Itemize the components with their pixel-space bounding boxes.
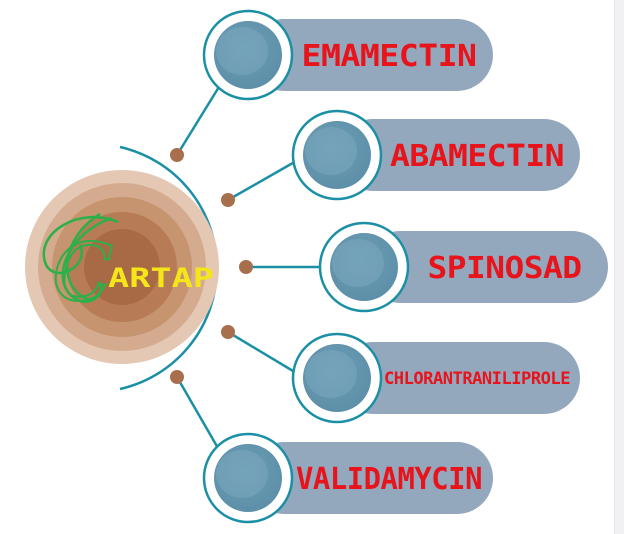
item-label: CHLORANTRANILIPROLE	[384, 369, 570, 389]
item-bubble-highlight	[216, 27, 268, 75]
item-2: ABAMECTIN	[291, 109, 580, 201]
connector-lines	[175, 81, 324, 456]
item-pill	[337, 342, 580, 414]
item-pill	[337, 119, 580, 191]
item-pill	[248, 442, 493, 514]
item-label: EMAMECTIN	[302, 39, 477, 74]
item-bubble-highlight	[216, 450, 268, 498]
item-bubble-highlight	[305, 127, 357, 175]
connector-line-2	[227, 158, 299, 202]
item-list: EMAMECTIN ABAMECTIN SPINOSAD CHLORANTRANILI…	[202, 9, 608, 524]
connector-line-4	[227, 330, 299, 376]
item-label: ABAMECTIN	[390, 139, 564, 174]
connector-dot-3	[239, 260, 253, 274]
item-5: VALIDAMYCIN	[202, 432, 493, 524]
connector-dot-2	[221, 193, 235, 207]
item-4: CHLORANTRANILIPROLE	[291, 332, 580, 424]
connector-line-5	[175, 376, 224, 456]
item-1: EMAMECTIN	[202, 9, 493, 101]
c-logo-icon	[42, 212, 119, 303]
connector-line-1	[175, 81, 224, 156]
connector-dot-5	[170, 370, 184, 384]
center-logo-letter: C	[52, 226, 113, 319]
item-bubble-highlight	[305, 350, 357, 398]
center-badge: C ARTAP	[25, 170, 219, 364]
item-label: SPINOSAD	[428, 251, 582, 286]
item-3: SPINOSAD	[318, 221, 608, 313]
item-pill	[248, 19, 493, 91]
item-label: VALIDAMYCIN	[296, 462, 482, 497]
center-label: ARTAP	[108, 263, 214, 294]
connector-dot-4	[221, 325, 235, 339]
item-pill	[364, 231, 608, 303]
connector-dots	[170, 148, 253, 384]
connector-dot-1	[170, 148, 184, 162]
window-edge	[614, 0, 624, 534]
item-bubble-highlight	[332, 239, 384, 287]
